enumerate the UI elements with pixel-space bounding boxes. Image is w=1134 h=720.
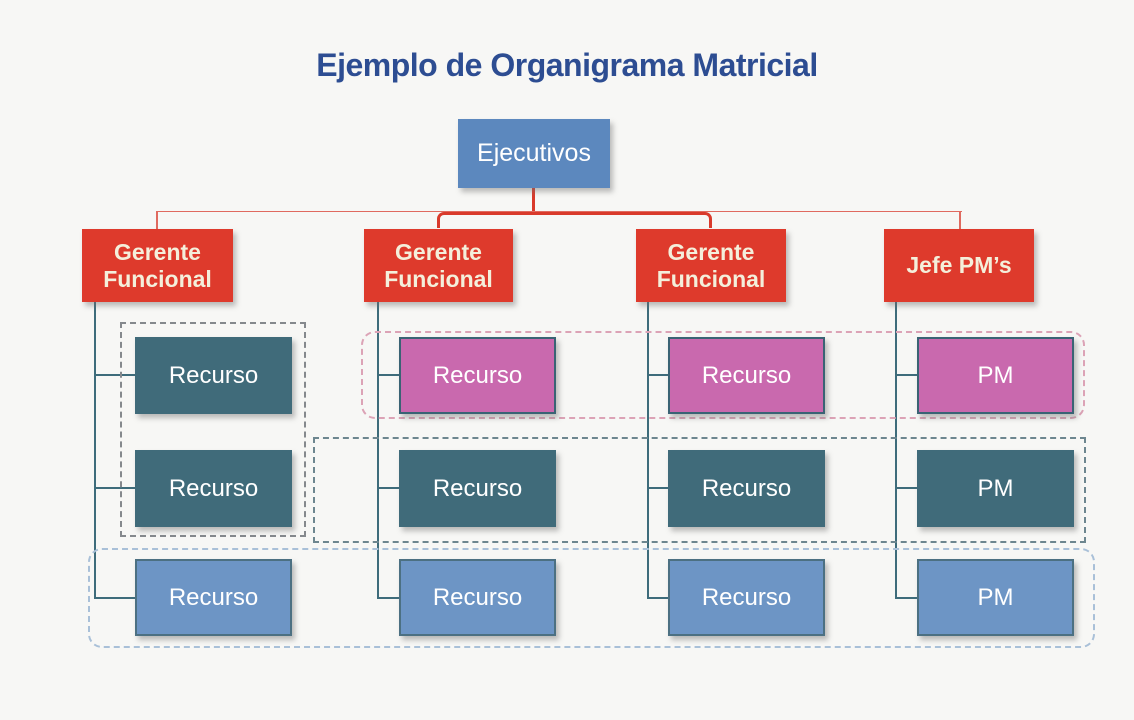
group-outline-column1-gray (120, 322, 306, 537)
resource-label: PM (977, 583, 1014, 611)
connector-stub-r2c2 (377, 487, 401, 489)
resource-box-r3c1: Recurso (135, 559, 292, 636)
manager-label: Gerente Funcional (656, 238, 766, 292)
connector-executive-trunk (532, 187, 535, 214)
resource-label: Recurso (168, 361, 259, 389)
resource-label: Recurso (701, 474, 792, 502)
connector-stub-r1c3 (647, 374, 670, 376)
connector-stub-r3c2 (377, 597, 401, 599)
resource-label: Recurso (432, 583, 523, 611)
manager-label: Jefe PM’s (906, 252, 1012, 278)
connector-drop-manager-4 (959, 211, 961, 230)
connector-stub-r1c1 (94, 374, 137, 376)
manager-label: Gerente Funcional (103, 238, 212, 292)
connector-column-3-trunk (647, 302, 649, 599)
group-outline-row2-slate (313, 437, 1086, 543)
resource-box-r3c4: PM (917, 559, 1074, 636)
resource-label: Recurso (432, 474, 523, 502)
page-title: Ejemplo de Organigrama Matricial (316, 47, 818, 83)
resource-label: Recurso (168, 583, 259, 611)
group-outline-row1-pink (361, 331, 1085, 419)
group-outline-row3-blue (88, 548, 1095, 648)
connector-stub-r2c4 (895, 487, 919, 489)
resource-box-r3c3: Recurso (668, 559, 825, 636)
resource-box-r2c2: Recurso (399, 450, 556, 527)
connector-column-1-trunk (94, 302, 96, 599)
manager-label: Gerente Funcional (384, 238, 493, 292)
resource-box-r1c4: PM (917, 337, 1074, 414)
resource-box-r1c3: Recurso (668, 337, 825, 414)
executive-box: Ejecutivos (458, 119, 610, 188)
connector-stub-r1c2 (377, 374, 401, 376)
resource-label: Recurso (168, 474, 259, 502)
manager-box-1: Gerente Funcional (82, 229, 233, 302)
connector-managers-bar (156, 211, 962, 212)
manager-box-2: Gerente Funcional (364, 229, 513, 302)
manager-box-3: Gerente Funcional (636, 229, 786, 302)
connector-stub-r3c3 (647, 597, 670, 599)
resource-label: Recurso (432, 361, 523, 389)
connector-stub-r2c1 (94, 487, 137, 489)
resource-box-r3c2: Recurso (399, 559, 556, 636)
executive-label: Ejecutivos (477, 139, 591, 167)
resource-box-r1c2: Recurso (399, 337, 556, 414)
manager-box-4: Jefe PM’s (884, 229, 1034, 302)
resource-label: Recurso (701, 361, 792, 389)
resource-label: PM (977, 474, 1014, 502)
connector-stub-r3c4 (895, 597, 919, 599)
connector-column-4-trunk (895, 302, 897, 599)
connector-column-2-trunk (377, 302, 379, 599)
resource-box-r1c1: Recurso (135, 337, 292, 414)
connector-drop-manager-1 (156, 211, 158, 230)
resource-box-r2c3: Recurso (668, 450, 825, 527)
resource-label: Recurso (701, 583, 792, 611)
resource-box-r2c1: Recurso (135, 450, 292, 527)
connector-stub-r2c3 (647, 487, 670, 489)
connector-stub-r3c1 (94, 597, 137, 599)
connector-stub-r1c4 (895, 374, 919, 376)
resource-box-r2c4: PM (917, 450, 1074, 527)
connector-managers-bracket (437, 212, 712, 228)
resource-label: PM (977, 361, 1014, 389)
